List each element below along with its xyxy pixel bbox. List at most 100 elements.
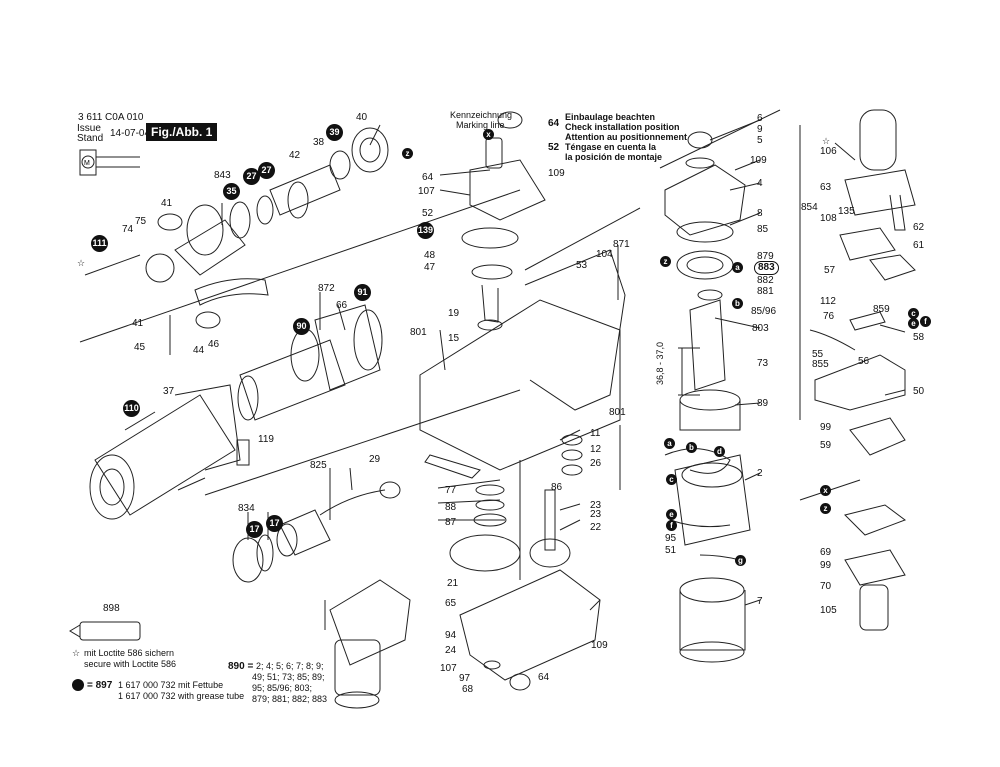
part-label: 879 [757,251,774,262]
star-icon: ☆ [72,648,81,658]
doc-number: 3 611 C0A 010 [78,112,144,123]
part-label: 21 [447,578,459,589]
part-label: 872 [318,283,335,294]
part-label: 85 [757,224,769,235]
part-label: 42 [289,150,301,161]
part-label: 24 [445,645,457,656]
part-label: 107 [440,663,457,674]
grease-part-number: = 897 [87,680,113,691]
part-label: 57 [824,265,836,276]
part-bubble: 91 [354,284,371,301]
part-label: 85/96 [751,306,777,317]
part-label: 64 [548,118,560,129]
part-label: 843 [214,170,231,181]
part-bubble: 39 [326,124,343,141]
part-label: 77 [445,485,457,496]
install-note-line: la posición de montaje [565,152,663,162]
part-label: 6 [757,113,763,124]
part-label: 99 [820,560,832,571]
part-label: 59 [820,440,832,451]
part-label: 825 [310,460,327,471]
part-label: 76 [823,311,835,322]
svg-text:M: M [84,160,90,167]
connector-marker: z [660,256,671,267]
part-label: 104 [596,249,613,260]
dimension-label: 36,8 - 37,0 [655,341,665,385]
part-label: 801 [609,407,626,418]
part-label: 51 [665,545,677,556]
part-label: 55 [812,349,824,360]
part-label: 112 [820,296,836,307]
part-label: 109 [591,640,608,651]
part-bubble: 27 [243,168,260,185]
install-note-line: Check installation position [565,122,680,132]
connector-marker: e [666,509,677,520]
loctite-note-de: mit Loctite 586 sichern [84,648,175,658]
part-label: 62 [913,222,925,233]
part-label: 12 [590,444,602,455]
part-label: 61 [913,240,925,251]
part-label: 65 [445,598,457,609]
connector-marker: a [664,438,675,449]
part-label: 854 [801,202,818,213]
star-icon: ☆ [822,136,831,146]
part-label: 834 [238,503,255,514]
part-label: 855 [812,359,829,370]
part-label: 70 [820,581,832,592]
connector-marker: x [820,485,831,496]
part-label: 53 [576,260,588,271]
stand-label: Stand [77,133,104,144]
part-bubble: 35 [223,183,240,200]
part-label: 41 [132,318,144,329]
part-label: 95 [665,533,677,544]
part-label: 69 [820,547,832,558]
part-label: 8 [757,208,763,219]
part-bubble: 110 [123,400,140,417]
marking-label-de: Kennzeichnung [450,110,513,120]
part-label: 86 [551,482,563,493]
part-label: 106 [820,146,837,157]
loctite-note-en: secure with Loctite 586 [84,659,177,669]
part-bubble: 17 [266,515,283,532]
set-890-line: 879; 881; 882; 883 [252,694,328,704]
star-icon: ☆ [77,258,86,268]
part-label: 29 [369,454,381,465]
connector-marker: b [732,298,743,309]
part-label: 4 [757,178,763,189]
part-label: 41 [161,198,173,209]
connector-marker: z [402,148,413,159]
part-label: 52 [548,142,560,153]
issue-date: 14-07-04 [110,128,151,139]
part-label: 50 [913,386,925,397]
part-label: 109 [750,155,767,166]
install-note-line: Attention au positionnement [565,132,687,142]
part-bubble: 111 [91,235,108,252]
part-label: 99 [820,422,832,433]
figure-label: Fig./Abb. 1 [146,123,218,141]
part-label: 5 [757,135,763,146]
part-label: 75 [135,216,147,227]
part-label: 64 [422,172,434,183]
part-label: 45 [134,342,146,353]
part-label: 9 [757,124,763,135]
set-890-line: 95; 85/96; 803; [252,683,313,693]
install-note-line: Einbaulage beachten [565,112,656,122]
part-bubble: 139 [417,222,434,239]
part-label: 2 [757,468,763,479]
part-label: 56 [858,356,870,367]
connector-marker: e [908,318,919,329]
part-label: 859 [873,304,890,315]
part-label: 89 [757,398,769,409]
part-label: 73 [757,358,769,369]
connector-marker: g [735,555,746,566]
connector-marker: a [732,262,743,273]
part-label: 88 [445,502,457,513]
part-label: 63 [820,182,832,193]
part-label: 52 [422,208,434,219]
grease-dot-icon [72,679,84,691]
part-label: 40 [356,112,368,123]
part-label: 94 [445,630,457,641]
install-note-line: Téngase en cuenta la [565,142,657,152]
connector-marker: c [666,474,677,485]
part-label: 46 [208,339,220,350]
